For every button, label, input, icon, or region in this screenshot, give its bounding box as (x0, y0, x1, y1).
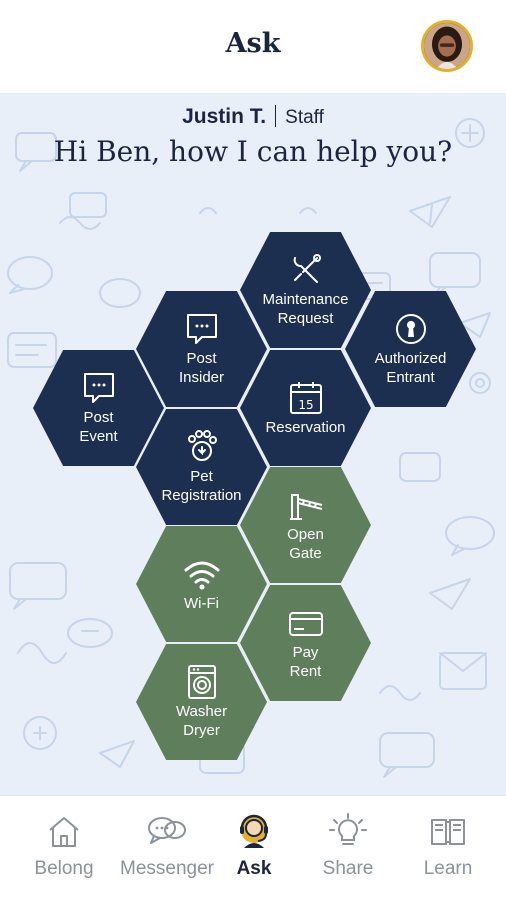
nav-label: Share (322, 858, 374, 879)
ask-panel: Justin T. Staff Hi Ben, how I can help yo… (0, 93, 506, 795)
tile-post-insider[interactable]: Post Insider (136, 291, 267, 407)
tools-icon (293, 254, 321, 283)
gate-barrier-icon (289, 494, 322, 520)
avatar[interactable] (421, 20, 473, 72)
credit-card-icon (288, 612, 323, 636)
tile-washer-dryer[interactable]: Washer Dryer (136, 644, 267, 760)
house-icon (49, 817, 79, 847)
nav-label: Belong (34, 858, 94, 879)
tile-label: Reservation (265, 418, 346, 436)
tile-label: Wi-Fi (184, 594, 219, 612)
nav-belong[interactable]: Belong (26, 812, 102, 880)
nav-share[interactable]: Share (310, 812, 386, 880)
tile-label: Open Gate (287, 526, 324, 562)
tile-reservation[interactable]: 15 Reservation (240, 350, 371, 466)
nav-messenger[interactable]: Messenger (112, 812, 222, 880)
nav-ask[interactable]: Ask (226, 812, 282, 880)
lightbulb-icon (329, 813, 367, 845)
keyhole-icon (395, 314, 426, 344)
nav-label: Messenger (120, 858, 214, 879)
nav-label: Learn (423, 858, 473, 879)
tile-open-gate[interactable]: Open Gate (240, 467, 371, 583)
tile-label: Pet Registration (161, 468, 242, 504)
staff-name: Justin T. (182, 105, 267, 128)
concierge-icon (240, 814, 268, 848)
tile-label: Maintenance Request (262, 291, 349, 327)
bottom-nav: Belong Messenger Ask Share (0, 795, 506, 901)
chat-bubble-icon (186, 314, 217, 344)
user-photo (424, 23, 470, 69)
service-grid: Maintenance Request Post Insider Authori… (0, 93, 506, 795)
wifi-icon (184, 561, 219, 589)
tile-label: Pay Rent (289, 644, 322, 680)
chat-bubble-icon (83, 373, 114, 403)
tile-label: Post Insider (178, 350, 225, 386)
staff-info: Justin T. Staff (0, 105, 506, 129)
calendar-icon: 15 (289, 381, 322, 414)
nav-learn[interactable]: Learn (410, 812, 486, 880)
app-header: Ask (0, 0, 506, 93)
tile-pet-registration[interactable]: Pet Registration (136, 409, 267, 525)
staff-role: Staff (285, 107, 324, 128)
tile-label: Authorized Entrant (374, 350, 447, 386)
tile-maintenance-request[interactable]: Maintenance Request (240, 232, 371, 348)
nav-label: Ask (236, 858, 272, 879)
greeting: Hi Ben, how I can help you? (53, 135, 453, 168)
book-icon (431, 819, 465, 845)
tile-authorized-entrant[interactable]: Authorized Entrant (345, 291, 476, 407)
tile-post-event[interactable]: Post Event (33, 350, 164, 466)
washer-icon (187, 665, 216, 699)
chat-bubbles-icon (148, 817, 186, 844)
divider (275, 105, 277, 127)
tile-wifi[interactable]: Wi-Fi (136, 526, 267, 642)
tile-pay-rent[interactable]: Pay Rent (240, 585, 371, 701)
tile-label: Post Event (79, 409, 118, 445)
paw-icon (187, 430, 217, 461)
tile-label: Washer Dryer (175, 703, 228, 739)
page-title: Ask (225, 28, 281, 59)
calendar-day: 15 (298, 398, 313, 412)
